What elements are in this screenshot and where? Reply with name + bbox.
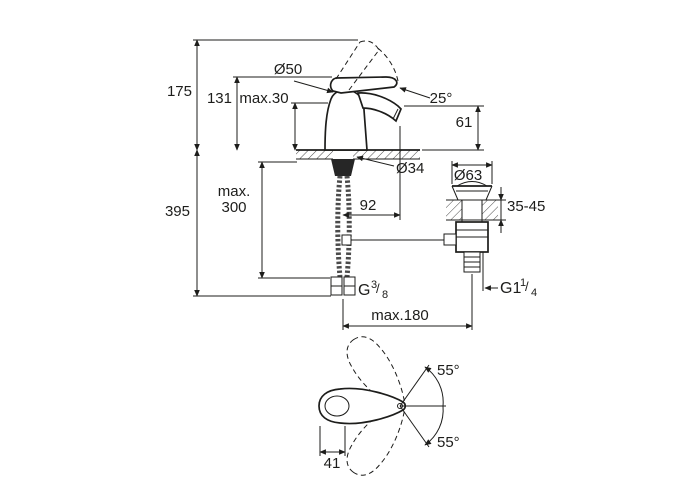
basin-hatch-left (446, 200, 462, 220)
waste-thread-numerator: 1 (520, 277, 526, 289)
swivel-angle-annotation: 55° 55° (399, 362, 460, 451)
lever-swivel-up-dashed (346, 336, 406, 412)
dim-label-max300-line2: 300 (221, 199, 246, 216)
aerator-face-line (392, 108, 399, 120)
dim-label-max300-line1: max. (218, 183, 251, 200)
angle-arc-up (424, 366, 444, 407)
lever-closed-outline (329, 76, 398, 94)
dimension-annotations: 175 131 max.30 Ø50 25° 61 Ø34 Ø63 max. 3… (165, 39, 545, 330)
waste-plug-dome (456, 181, 488, 187)
dim-label-25deg: 25° (430, 90, 453, 107)
leader-d50 (293, 80, 334, 94)
waste-flange-side-left (451, 185, 459, 201)
spout-outline (356, 92, 403, 123)
rod-joint (443, 233, 457, 246)
waste-thread-denominator: 4 (531, 287, 537, 299)
lever-width-dimension: 41 (319, 426, 346, 472)
angle-ray-down (399, 405, 430, 448)
side-view: 175 131 max.30 Ø50 25° 61 Ø34 Ø63 max. 3… (165, 39, 545, 330)
supply-thread-slash: / (376, 281, 380, 296)
leader-d34 (356, 155, 395, 167)
dim-label-d34: Ø34 (396, 160, 424, 177)
supply-thread-prefix: G (358, 282, 370, 299)
basin-hatch-right (482, 200, 498, 220)
dim-label-92: 92 (360, 197, 377, 214)
top-view: 55° 55° 41 (318, 336, 460, 476)
lever-raised-tip (359, 40, 380, 51)
faucet-body (324, 40, 403, 151)
lever-top-outline (318, 387, 407, 425)
lever-raised-edge-left (335, 41, 361, 80)
supply-thread-denominator: 8 (382, 289, 388, 301)
waste-thread-slash: / (525, 279, 529, 294)
lever-raised-dashed (335, 40, 399, 91)
waste-flange-side-right (485, 185, 493, 201)
waste-thread-label: G1 1 / 4 (500, 277, 537, 299)
lever-swing-arc (374, 45, 399, 82)
pop-up-waste-assembly (443, 181, 506, 273)
lever-swivel-down-dashed (346, 400, 406, 476)
dim-label-d50: Ø50 (274, 61, 302, 78)
dim-label-max180: max.180 (371, 307, 429, 324)
dim-label-175: 175 (167, 83, 192, 100)
supply-thread-label: G 3 / 8 (358, 279, 388, 301)
dim-label-131: 131 (207, 90, 232, 107)
supply-hose-left (335, 175, 343, 278)
dim-label-max30: max.30 (239, 90, 288, 107)
supply-hose-right (344, 175, 352, 278)
angle-ray-up (399, 364, 430, 407)
rod-clamp (341, 234, 352, 246)
dim-label-d63: Ø63 (454, 167, 482, 184)
under-deck-assembly (330, 159, 456, 296)
dim-label-55-bottom: 55° (437, 434, 460, 451)
lever-boss (324, 395, 350, 417)
waste-thread-prefix: G1 (500, 280, 521, 297)
deck-hatch-left (296, 150, 333, 159)
supply-thread-numerator: 3 (371, 279, 377, 291)
angle-arc-down (424, 405, 444, 446)
dim-label-3545: 35-45 (507, 198, 545, 215)
deck-hatch-right (353, 150, 420, 159)
mounting-nut (331, 159, 355, 176)
dim-label-395: 395 (165, 203, 190, 220)
dim-label-55-top: 55° (437, 362, 460, 379)
dim-label-61: 61 (456, 114, 473, 131)
dim-label-41: 41 (324, 455, 341, 472)
leader-25deg (399, 87, 431, 99)
